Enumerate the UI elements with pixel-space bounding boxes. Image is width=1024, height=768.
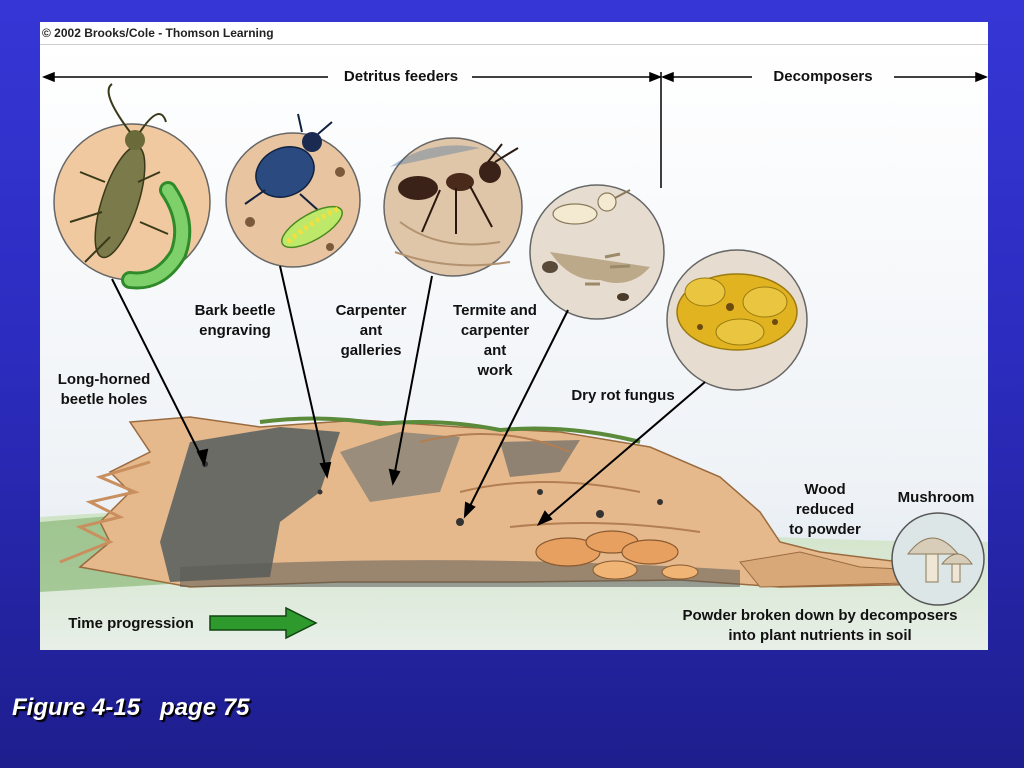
label-mushroom: Mushroom — [897, 489, 975, 506]
decomposition-scene — [40, 44, 988, 650]
shelf-fungi-icon — [535, 530, 699, 580]
label-termite-carpenter-ant-work: Termite and carpenter ant work — [453, 302, 537, 379]
copyright-text: © 2002 Brooks/Cole - Thomson Learning — [40, 22, 988, 45]
detritus-feeders-header: Detritus feeders — [343, 68, 459, 85]
time-arrow-icon — [209, 606, 318, 640]
label-powder-broken-down: Powder broken down by decomposers into p… — [682, 607, 958, 644]
label-time-progression: Time progression — [68, 615, 194, 632]
label-wood-reduced-to-powder: Wood reduced to powder — [789, 481, 861, 538]
decomposers-header: Decomposers — [773, 68, 873, 85]
label-bark-beetle-engraving: Bark beetle engraving — [194, 302, 276, 339]
label-dry-rot-fungus: Dry rot fungus — [571, 387, 675, 404]
label-long-horned-beetle-holes: Long-horned beetle holes — [57, 371, 151, 408]
pointer-lines — [111, 265, 706, 526]
detritus-feeders-arrow — [41, 71, 663, 83]
figure-caption: Figure 4-15 page 75 — [12, 694, 250, 721]
termite-icon — [529, 184, 665, 320]
mushroom-icon — [891, 512, 985, 606]
label-carpenter-ant-galleries: Carpenter ant galleries — [335, 302, 407, 359]
long-horned-beetle-icon — [53, 83, 211, 290]
carpenter-ant-icon — [383, 137, 523, 277]
bark-beetle-icon — [225, 113, 361, 268]
dry-rot-fungus-icon — [666, 249, 808, 391]
figure-panel: © 2002 Brooks/Cole - Thomson Learning De… — [40, 22, 988, 650]
rotting-log-icon — [59, 416, 942, 588]
moss — [259, 416, 641, 444]
decomposers-arrow — [660, 71, 988, 83]
